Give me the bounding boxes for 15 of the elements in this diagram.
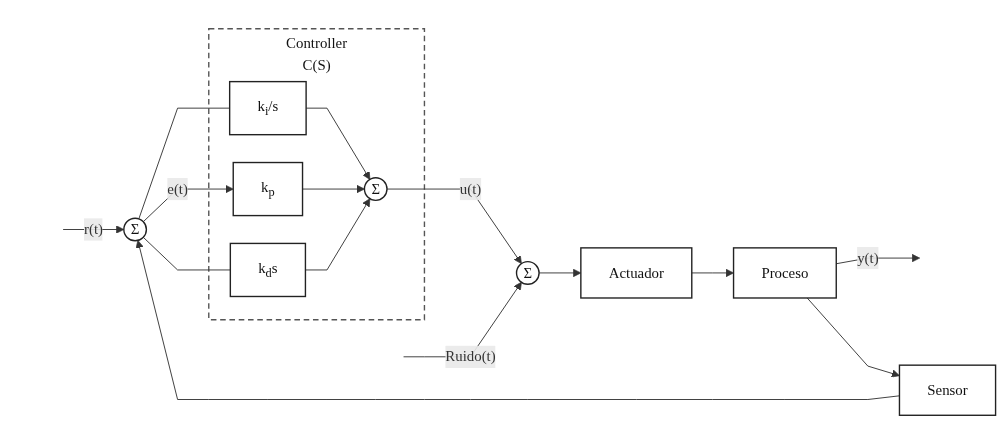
node-circle: Σ: [515, 260, 540, 285]
node-circle: Σ: [363, 177, 388, 202]
node-box: k$_{d}$s: [229, 242, 307, 298]
node-circle: Σ: [123, 217, 148, 242]
edge-label: e(t): [167, 180, 188, 197]
node-box: k$_{p}$: [232, 161, 304, 217]
connector: [142, 236, 231, 271]
edge-label: r(t): [83, 221, 103, 237]
node-box: Sensor: [898, 364, 997, 416]
edge-label: y(t): [857, 249, 879, 266]
node-box: Proceso: [732, 247, 837, 299]
node-box: k$_{i}$/s: [228, 80, 307, 136]
edge-label: Ruido(t): [445, 348, 496, 365]
edge-label: u(t): [459, 180, 482, 197]
node-box: Actuador: [580, 247, 693, 299]
